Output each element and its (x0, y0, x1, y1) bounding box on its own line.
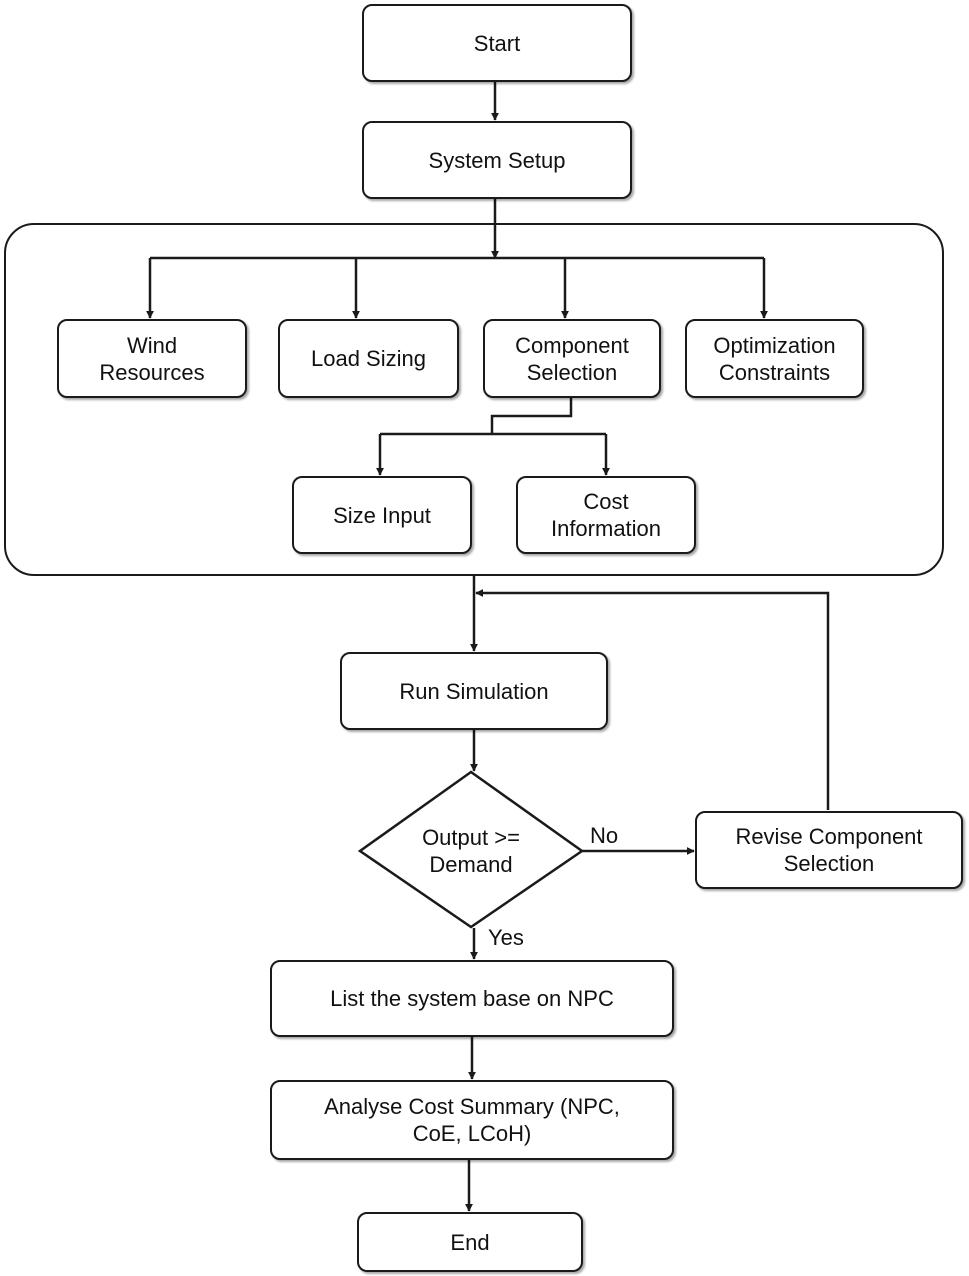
setup-inputs-group (4, 223, 944, 576)
decision-label: Output >= Demand (422, 825, 520, 877)
run-simulation-node[interactable]: Run Simulation (340, 652, 608, 730)
decision-diamond (357, 770, 585, 929)
component-down-connector (490, 398, 573, 434)
wind-resources-node[interactable]: Wind Resources (57, 319, 247, 398)
no-edge-label: No (590, 823, 619, 848)
list-system-node[interactable]: List the system base on NPC (270, 960, 674, 1037)
system-setup-node[interactable]: System Setup (362, 121, 632, 199)
revise-component-selection-node[interactable]: Revise Component Selection (695, 811, 963, 889)
load-sizing-node[interactable]: Load Sizing (278, 319, 459, 398)
loop-back-connector (475, 589, 830, 810)
yes-edge-label: Yes (488, 925, 524, 950)
analyse-cost-summary-node[interactable]: Analyse Cost Summary (NPC, CoE, LCoH) (270, 1080, 674, 1160)
start-node[interactable]: Start (362, 4, 632, 82)
component-selection-node[interactable]: Component Selection (483, 319, 661, 398)
optimization-constraints-node[interactable]: Optimization Constraints (685, 319, 864, 398)
cost-information-node[interactable]: Cost Information (516, 476, 696, 554)
size-input-node[interactable]: Size Input (292, 476, 472, 554)
end-node[interactable]: End (357, 1212, 583, 1272)
